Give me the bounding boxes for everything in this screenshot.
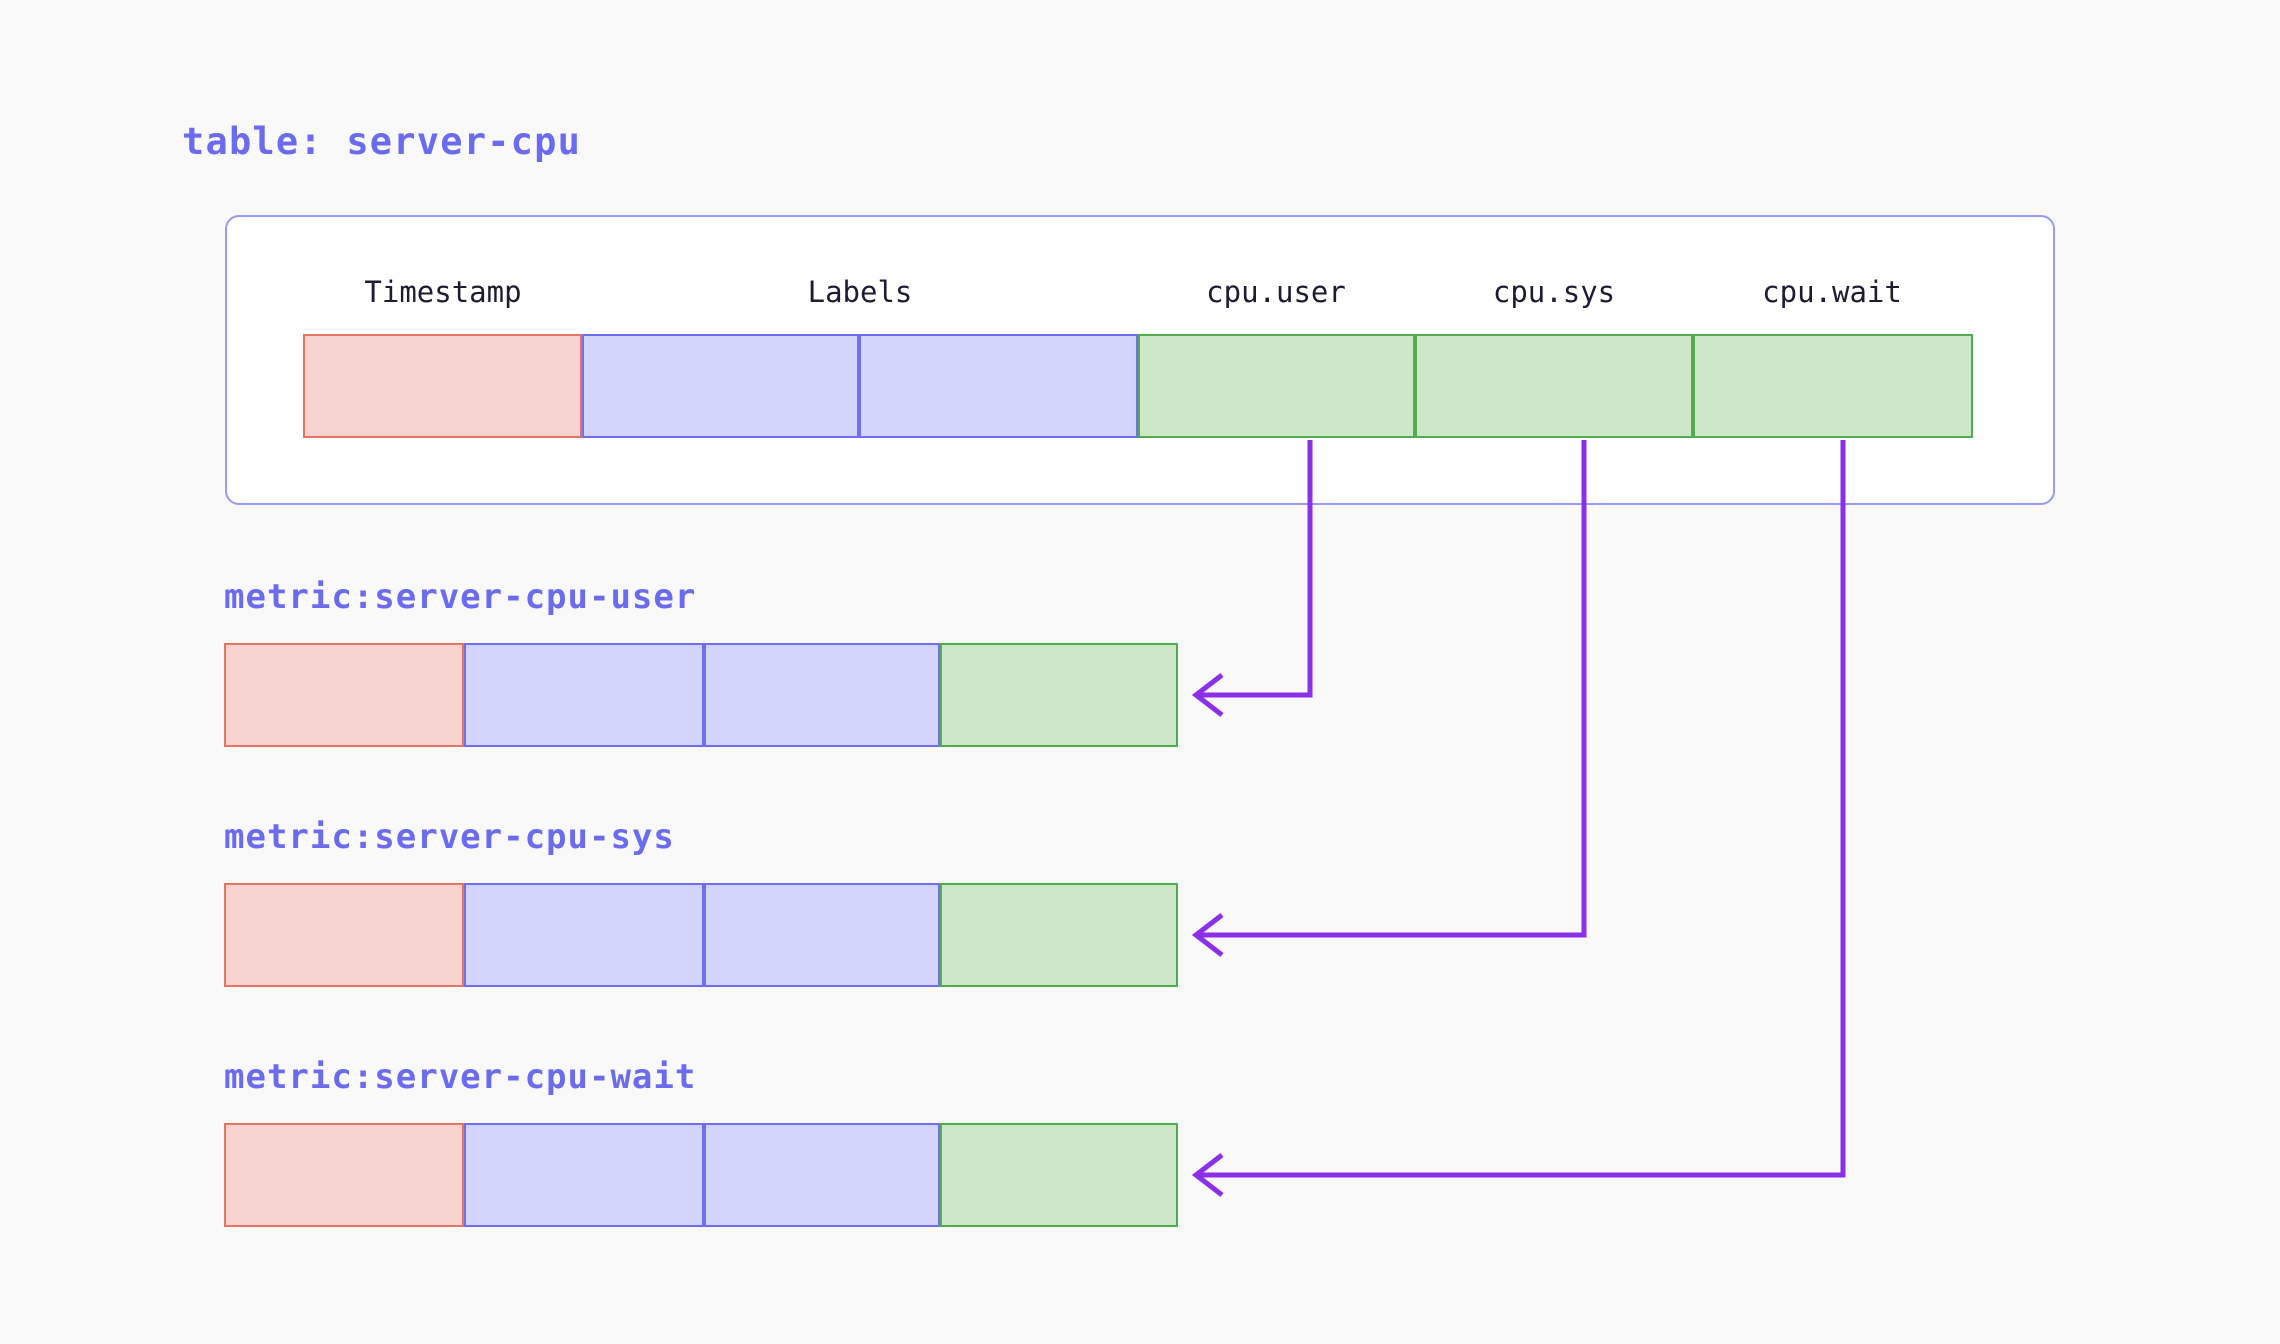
column-header-cpu-wait: cpu.wait xyxy=(1762,275,1902,309)
cpu-wait-connector xyxy=(1191,440,1846,1197)
column-header-cpu-sys: cpu.sys xyxy=(1492,275,1616,309)
table-cpu-sys-cell xyxy=(1415,334,1693,438)
metric-0-value-cell xyxy=(940,643,1178,747)
table-cpu-wait-cell xyxy=(1693,334,1973,438)
table-title: table: server-cpu xyxy=(182,120,582,163)
column-header-cpu-user: cpu.user xyxy=(1206,275,1346,309)
column-header-labels: Labels xyxy=(807,275,913,309)
metric-title-1: metric:server-cpu-sys xyxy=(224,817,675,857)
table-cpu-user-cell xyxy=(1138,334,1415,438)
metric-title-2: metric:server-cpu-wait xyxy=(224,1057,697,1097)
table-labels-cell-a xyxy=(582,334,859,438)
metric-2-label-cell-b xyxy=(704,1123,940,1227)
metric-1-timestamp-cell xyxy=(224,883,464,987)
metric-2-timestamp-cell xyxy=(224,1123,464,1227)
column-header-timestamp: Timestamp xyxy=(364,275,522,309)
metric-1-label-cell-a xyxy=(464,883,704,987)
table-labels-cell-b xyxy=(859,334,1138,438)
metric-title-0: metric:server-cpu-user xyxy=(224,577,697,617)
metric-0-label-cell-b xyxy=(704,643,940,747)
cpu-sys-connector xyxy=(1191,440,1587,957)
metric-2-label-cell-a xyxy=(464,1123,704,1227)
metric-1-label-cell-b xyxy=(704,883,940,987)
metric-0-timestamp-cell xyxy=(224,643,464,747)
table-column-headers: Timestamp Labels cpu.user cpu.sys cpu.wait xyxy=(225,275,2055,319)
table-timestamp-cell xyxy=(303,334,582,438)
metric-2-value-cell xyxy=(940,1123,1178,1227)
metric-0-label-cell-a xyxy=(464,643,704,747)
metric-1-value-cell xyxy=(940,883,1178,987)
